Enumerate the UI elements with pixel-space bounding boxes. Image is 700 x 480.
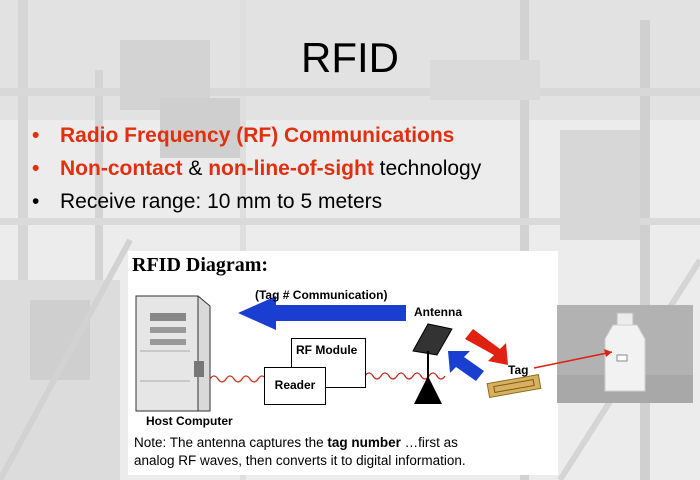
bullet-text: Radio Frequency (RF) Communications xyxy=(60,124,455,147)
red-arrow-to-tag xyxy=(465,329,508,365)
bullet-text-technology: technology xyxy=(373,157,482,180)
bullet-item-1: • Radio Frequency (RF) Communications xyxy=(32,122,481,155)
antenna-icon xyxy=(412,323,453,404)
diagram-title: RFID Diagram: xyxy=(132,254,269,276)
note-mid: …first as xyxy=(400,435,458,450)
bullet-item-3: • Receive range: 10 mm to 5 meters xyxy=(32,188,481,221)
antenna-label: Antenna xyxy=(414,305,462,319)
rf-wave-right xyxy=(364,372,446,380)
slide-title: RFID xyxy=(301,34,399,81)
bullet-text-nlos: non-line-of-sight xyxy=(208,157,374,180)
reader-box: Reader xyxy=(264,367,326,405)
host-computer-label: Host Computer xyxy=(146,414,233,428)
bullet-dot: • xyxy=(32,124,40,147)
bullet-dot: • xyxy=(32,157,40,180)
bullet-text: Receive range: 10 mm to 5 meters xyxy=(60,190,383,213)
note-line2: analog RF waves, then converts it to dig… xyxy=(134,453,466,468)
bullet-text-non-contact: Non-contact xyxy=(60,157,183,180)
diagram-note: Note: The antenna captures the tag numbe… xyxy=(134,434,466,470)
bullet-text-ampersand: & xyxy=(182,157,209,180)
tag-label: Tag xyxy=(508,363,529,377)
tag-icon xyxy=(486,374,542,398)
bullet-dot: • xyxy=(32,190,40,213)
blue-arrow-from-tag xyxy=(448,351,484,381)
note-prefix: Note: The antenna captures the xyxy=(134,435,328,450)
note-bold: tag number xyxy=(327,435,401,450)
rfid-diagram: RFID Diagram: (Tag # Communication) Ante… xyxy=(128,251,558,475)
diagram-graphics xyxy=(135,295,542,412)
host-computer-icon xyxy=(135,295,211,412)
bullet-list: • Radio Frequency (RF) Communications • No… xyxy=(32,122,481,221)
tag-photo xyxy=(557,305,693,403)
bottle-icon xyxy=(557,305,693,403)
reader-label: Reader xyxy=(274,378,316,392)
tag-communication-label: (Tag # Communication) xyxy=(255,288,388,302)
bullet-item-2: • Non-contact & non-line-of-sight technol… xyxy=(32,155,481,188)
blue-arrow-left xyxy=(238,296,406,330)
rf-module-label: RF Module xyxy=(296,343,358,357)
